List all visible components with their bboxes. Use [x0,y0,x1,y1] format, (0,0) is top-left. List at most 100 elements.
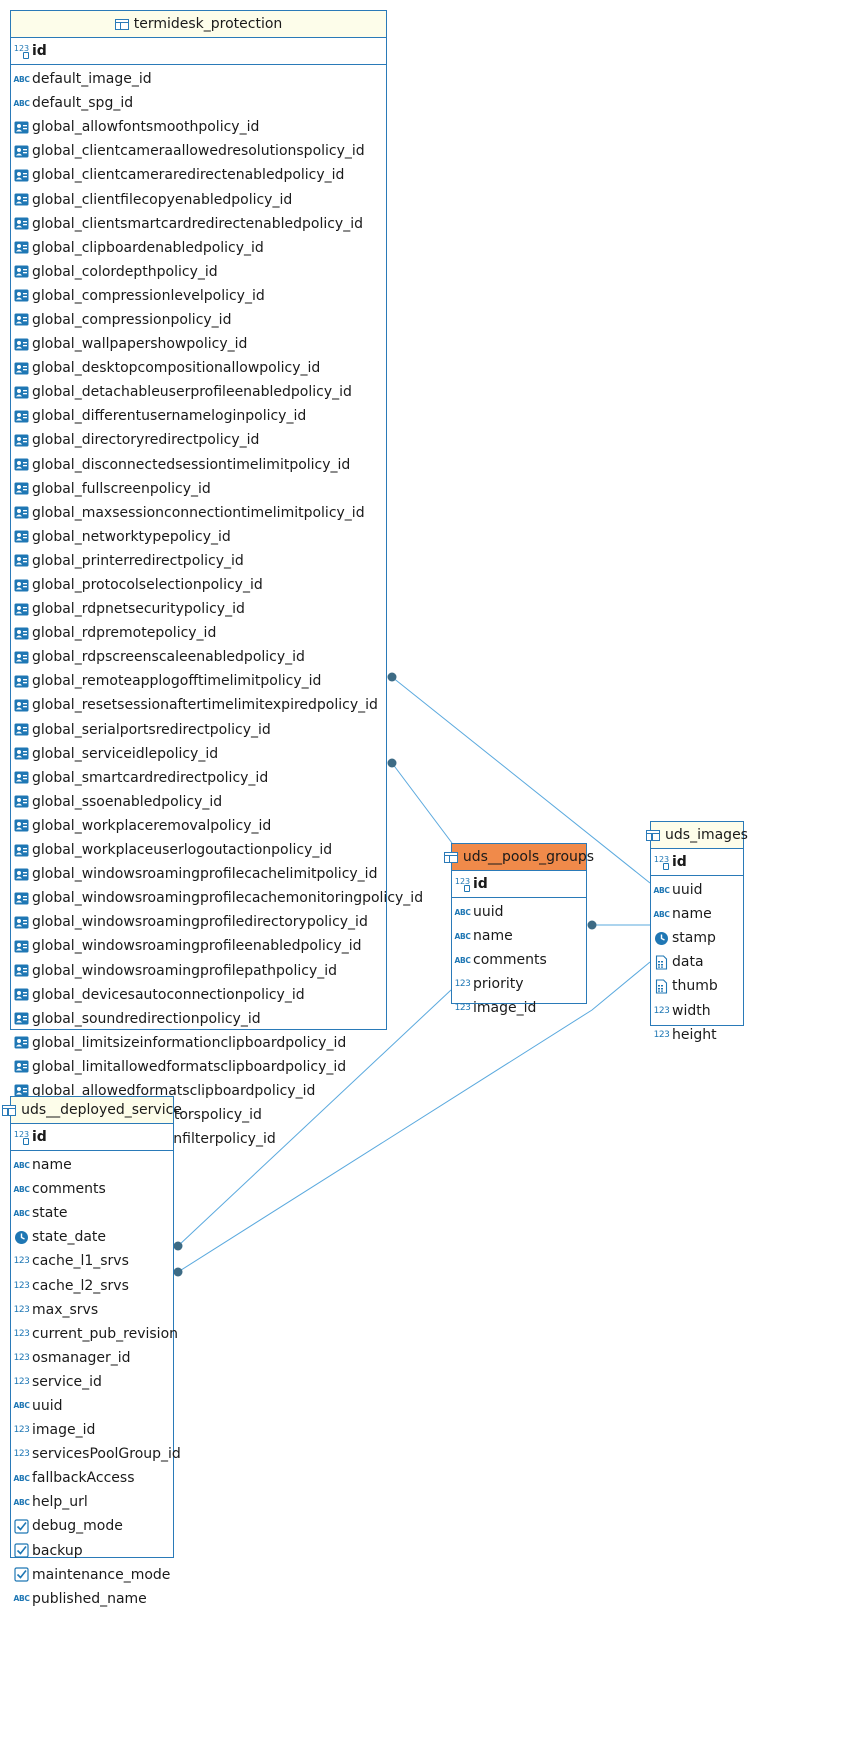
column-row[interactable]: global_rdpnetsecuritypolicy_id [11,597,386,621]
column-row[interactable]: thumb [651,974,743,998]
column-row[interactable]: global_rdpremotepolicy_id [11,621,386,645]
column-row[interactable]: debug_mode [11,1514,173,1538]
reference-icon [14,578,29,593]
column-row[interactable]: global_compressionpolicy_id [11,308,386,332]
column-row[interactable]: global_colordepthpolicy_id [11,260,386,284]
column-name: global_devicesautoconnectionpolicy_id [32,986,305,1003]
column-name: cache_l2_srvs [32,1277,129,1294]
column-row[interactable]: global_disconnectedsessiontimelimitpolic… [11,453,386,477]
column-row[interactable]: global_remoteapplogofftimelimitpolicy_id [11,669,386,693]
table-header[interactable]: uds__deployed_service [2,1097,182,1124]
column-row[interactable]: global_fullscreenpolicy_id [11,477,386,501]
column-row[interactable]: stamp [651,926,743,950]
column-row[interactable]: data [651,950,743,974]
column-row[interactable]: global_workplaceremovalpolicy_id [11,814,386,838]
column-row[interactable]: global_limitsizeinformationclipboardpoli… [11,1031,386,1055]
column-row[interactable]: global_serialportsredirectpolicy_id [11,718,386,742]
column-row[interactable]: global_networktypepolicy_id [11,525,386,549]
column-row[interactable]: global_devicesautoconnectionpolicy_id [11,983,386,1007]
reference-icon [14,457,29,472]
column-name: global_smartcardredirectpolicy_id [32,769,269,786]
column-row[interactable]: global_clientfilecopyenabledpolicy_id [11,187,386,211]
table-header[interactable]: uds_images [646,822,748,849]
column-row[interactable]: global_directoryredirectpolicy_id [11,428,386,452]
column-name: state [32,1205,68,1222]
column-row[interactable]: global_serviceidlepolicy_id [11,742,386,766]
column-row[interactable]: global_desktopcompositionallowpolicy_id [11,356,386,380]
column-row[interactable]: global_clientcameraredirectenabledpolicy… [11,163,386,187]
column-row[interactable]: global_clientcameraallowedresolutionspol… [11,139,386,163]
column-name: id [32,1129,47,1145]
column-name: global_limitallowedformatsclipboardpolic… [32,1058,347,1075]
column-row[interactable]: global_differentusernameloginpolicy_id [11,404,386,428]
column-row[interactable]: global_printerredirectpolicy_id [11,549,386,573]
column-row[interactable]: global_allowfontsmoothpolicy_id [11,115,386,139]
column-row[interactable]: global_wallpapershowpolicy_id [11,332,386,356]
reference-icon [14,1011,29,1026]
column-row[interactable]: global_soundredirectionpolicy_id [11,1007,386,1031]
column-row[interactable]: global_clipboardenabledpolicy_id [11,236,386,260]
column-row[interactable]: maintenance_mode [11,1563,173,1587]
column-row[interactable]: global_windowsroamingprofileenabledpolic… [11,934,386,958]
column-row[interactable]: global_workplaceuserlogoutactionpolicy_i… [11,838,386,862]
column-row[interactable]: global_resetsessionaftertimelimitexpired… [11,693,386,717]
reference-icon [14,602,29,617]
column-row[interactable]: global_windowsroamingprofilepathpolicy_i… [11,958,386,982]
table-header[interactable]: termidesk_protection [11,11,386,38]
column-row[interactable]: global_limitallowedformatsclipboardpolic… [11,1055,386,1079]
column-row[interactable]: global_windowsroamingprofiledirectorypol… [11,910,386,934]
column-row[interactable]: global_ssoenabledpolicy_id [11,790,386,814]
column-row[interactable]: global_allowedformatsclipboardpolicy_id [11,1079,386,1103]
column-row[interactable]: global_detachableuserprofileenabledpolic… [11,380,386,404]
column-row[interactable]: global_rdpscreenscaleenabledpolicy_id [11,645,386,669]
column-row[interactable]: global_smartcardredirectpolicy_id [11,766,386,790]
column-name: image_id [473,1000,537,1017]
column-row[interactable]: global_maxsessionconnectiontimelimitpoli… [11,501,386,525]
column-row[interactable]: global_windowsroamingprofilecachemonitor… [11,886,423,910]
link-endpoint-dot [387,672,397,682]
table-header[interactable]: uds__pools_groups [443,844,594,871]
column-row[interactable]: global_windowsroamingprofilecachelimitpo… [11,862,386,886]
column-row[interactable]: global_compressionlevelpolicy_id [11,284,386,308]
column-row[interactable]: state_date [11,1225,173,1249]
column-name: global_windowsroamingprofiledirectorypol… [32,914,368,931]
reference-icon [14,746,29,761]
column-row[interactable]: backup [11,1539,173,1563]
column-row[interactable]: global_protocolselectionpolicy_id [11,573,386,597]
column-row[interactable]: global_clientsmartcardredirectenabledpol… [11,212,386,236]
